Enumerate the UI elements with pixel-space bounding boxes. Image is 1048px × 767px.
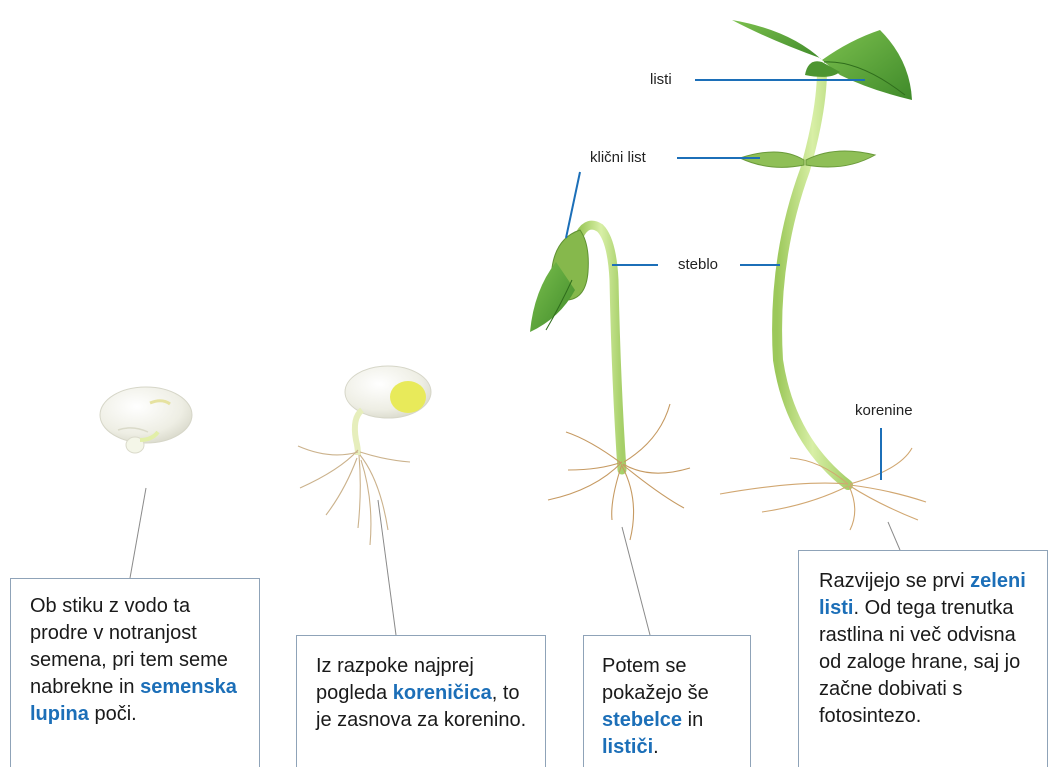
caption-box-2: Iz razpoke najprej pogleda koreničica, t… — [296, 635, 546, 767]
leader-klicni-list-left — [566, 172, 580, 238]
seedling-stage-3 — [530, 225, 690, 540]
caption-3-text-end: . — [653, 736, 659, 758]
label-steblo: steblo — [678, 256, 718, 273]
connector-line-1 — [130, 488, 146, 578]
seed-stage-1 — [100, 387, 192, 453]
plant-stage-4 — [720, 20, 926, 530]
caption-2-highlight: koreničica — [393, 682, 492, 704]
label-korenine: korenine — [855, 402, 913, 419]
label-listi: listi — [650, 71, 672, 88]
connector-line-2 — [378, 500, 396, 635]
caption-box-1: Ob stiku z vodo ta prodre v notranjost s… — [10, 578, 260, 767]
caption-3-text-mid: in — [682, 709, 703, 731]
caption-1-text-end: poči. — [89, 703, 137, 725]
caption-box-4: Razvijejo se prvi zeleni listi. Od tega … — [798, 550, 1048, 767]
seed-stage-2 — [298, 366, 431, 545]
label-klicni-list: klični list — [590, 149, 646, 166]
caption-3-text: Potem se pokažejo še — [602, 655, 709, 704]
connector-line-3 — [622, 527, 650, 635]
caption-3-highlight: stebelce — [602, 709, 682, 731]
caption-box-3: Potem se pokažejo še stebelce in lističi… — [583, 635, 751, 767]
caption-4-text: Razvijejo se prvi — [819, 570, 970, 592]
connector-line-4 — [888, 522, 900, 550]
caption-3-highlight-2: lističi — [602, 736, 653, 758]
